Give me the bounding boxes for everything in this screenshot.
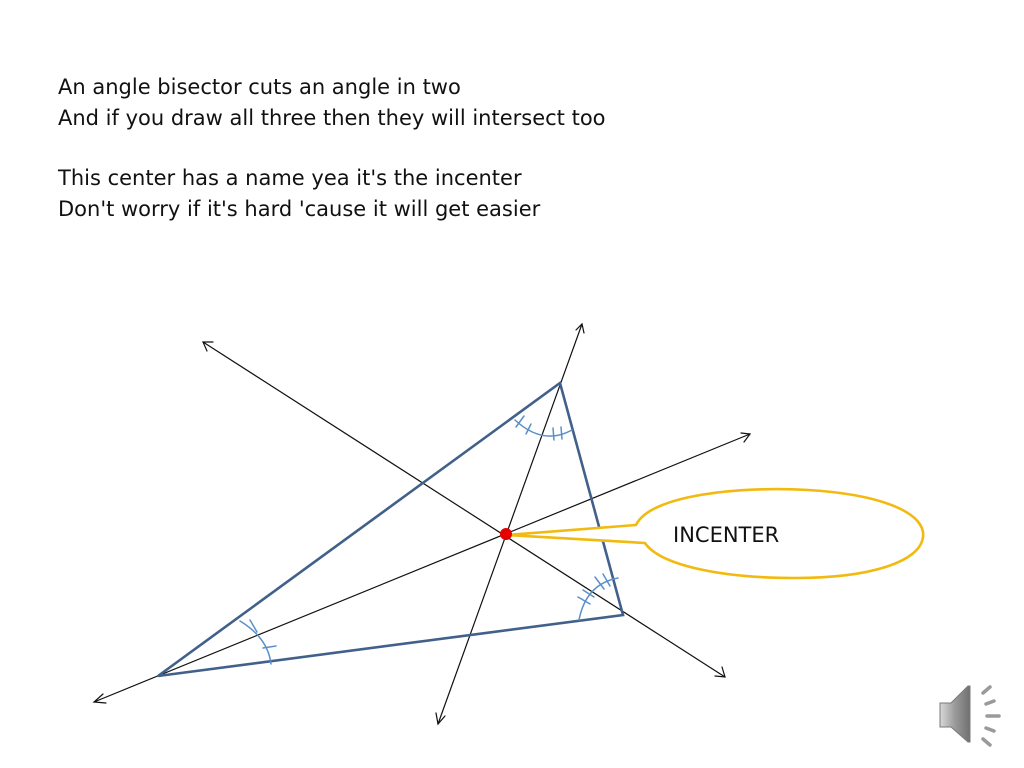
callout-bubble [505, 487, 925, 580]
callout-label: INCENTER [673, 523, 779, 547]
poem-line: This center has a name yea it's the ince… [58, 166, 522, 190]
sound-wave-icon [981, 685, 1001, 747]
tick-mark [515, 415, 525, 428]
arrowhead [202, 341, 214, 352]
arrowhead [740, 432, 752, 443]
tick-mark [577, 596, 591, 605]
angle-arc-top [514, 419, 573, 437]
angle-marks [239, 415, 619, 665]
incenter-callout: INCENTER [505, 487, 925, 580]
angle-arc-right [578, 577, 619, 621]
tick-mark [560, 426, 563, 440]
tick-mark [602, 573, 611, 587]
angle-arc-bottom-left [239, 620, 272, 665]
bisector-line-b [437, 323, 583, 725]
arrowhead [435, 712, 446, 726]
speaker-icon[interactable] [939, 685, 1001, 747]
tick-mark [525, 423, 532, 435]
incenter-point [500, 528, 512, 540]
poem-line: An angle bisector cuts an angle in two [58, 75, 461, 99]
bisector-line-a [93, 433, 751, 703]
tick-mark [582, 589, 595, 598]
poem-text: An angle bisector cuts an angle in two A… [58, 72, 818, 225]
speaker-body [939, 685, 971, 743]
arrowhead [714, 666, 726, 678]
tick-mark [262, 645, 277, 649]
arrowhead [575, 322, 585, 334]
tick-mark [594, 576, 605, 590]
angle-bisectors [92, 322, 752, 726]
bisector-line-c [202, 341, 726, 678]
tick-mark [249, 619, 258, 633]
triangle [157, 380, 625, 678]
poem-line: Don't worry if it's hard 'cause it will … [58, 197, 541, 221]
tick-mark [552, 427, 555, 441]
arrowhead [92, 693, 107, 704]
poem-line: And if you draw all three then they will… [58, 106, 606, 130]
